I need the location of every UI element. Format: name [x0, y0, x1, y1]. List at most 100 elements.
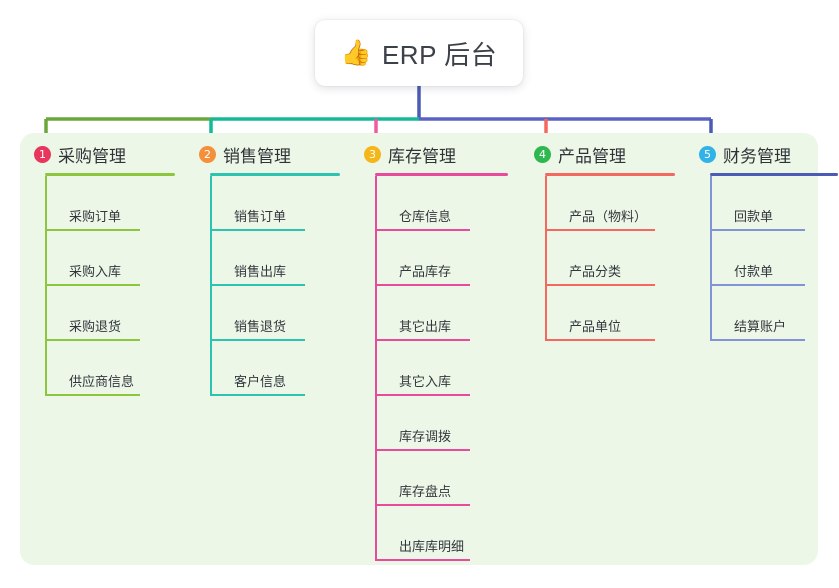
column-items: 采购订单采购入库采购退货供应商信息 — [20, 176, 185, 396]
list-item[interactable]: 销售出库 — [185, 231, 350, 286]
list-item[interactable]: 出库库明细 — [350, 506, 520, 561]
column-items: 销售订单销售出库销售退货客户信息 — [185, 176, 350, 396]
number-badge-icon: 2 — [199, 145, 216, 163]
number-badge-icon: 5 — [699, 145, 716, 163]
column-title: 库存管理 — [388, 146, 456, 166]
list-item-underline — [375, 559, 470, 561]
list-item-underline — [45, 339, 140, 341]
column-2: 2 销售管理销售订单销售出库销售退货客户信息 — [185, 140, 350, 396]
list-item-label: 供应商信息 — [69, 374, 135, 389]
column-underline — [545, 173, 675, 176]
list-item-underline — [545, 284, 655, 286]
list-item-underline — [545, 339, 655, 341]
list-item[interactable]: 客户信息 — [185, 341, 350, 396]
column-header-5[interactable]: 5 财务管理 — [685, 140, 835, 168]
branches-panel — [20, 133, 818, 565]
column-spine — [210, 176, 212, 396]
column-underline — [375, 173, 508, 176]
list-item-underline — [210, 229, 305, 231]
list-item-label: 付款单 — [734, 264, 774, 279]
column-header-2[interactable]: 2 销售管理 — [185, 140, 350, 168]
list-item-label: 回款单 — [734, 209, 774, 224]
column-4: 4 产品管理产品（物料） 产品分类产品单位 — [520, 140, 685, 341]
list-item[interactable]: 销售退货 — [185, 286, 350, 341]
list-item-label: 销售退货 — [234, 319, 287, 334]
list-item-label: 客户信息 — [234, 374, 287, 389]
list-item[interactable]: 销售订单 — [185, 176, 350, 231]
list-item-label: 采购退货 — [69, 319, 122, 334]
thumbs-up-icon: 👍 — [340, 38, 372, 67]
list-item-label: 库存盘点 — [399, 484, 452, 499]
list-item-underline — [45, 229, 140, 231]
list-item-underline — [710, 229, 805, 231]
list-item[interactable]: 产品分类 — [520, 231, 685, 286]
column-underline — [45, 173, 175, 176]
column-spine — [545, 176, 547, 341]
list-item-label: 其它入库 — [399, 374, 452, 389]
column-underline — [210, 173, 340, 176]
column-title: 采购管理 — [58, 146, 126, 166]
column-spine — [375, 176, 377, 561]
list-item-underline — [375, 394, 470, 396]
list-item-label: 其它出库 — [399, 319, 452, 334]
column-header-1[interactable]: 1 采购管理 — [20, 140, 185, 168]
list-item-underline — [45, 394, 140, 396]
list-item[interactable]: 仓库信息 — [350, 176, 520, 231]
list-item[interactable]: 库存调拨 — [350, 396, 520, 451]
list-item-label: 仓库信息 — [399, 209, 452, 224]
list-item[interactable]: 产品库存 — [350, 231, 520, 286]
list-item[interactable]: 付款单 — [685, 231, 835, 286]
number-badge-icon: 3 — [364, 145, 381, 163]
list-item-label: 产品库存 — [399, 264, 452, 279]
list-item-underline — [210, 284, 305, 286]
list-item-label: 产品单位 — [569, 319, 622, 334]
list-item-underline — [375, 284, 470, 286]
column-header-3[interactable]: 3 库存管理 — [350, 140, 520, 168]
column-title: 产品管理 — [558, 146, 626, 166]
column-5: 5 财务管理回款单付款单结算账户 — [685, 140, 838, 341]
list-item[interactable]: 其它入库 — [350, 341, 520, 396]
column-spine — [45, 176, 47, 396]
column-1: 1 采购管理采购订单采购入库采购退货供应商信息 — [20, 140, 185, 396]
list-item-underline — [375, 229, 470, 231]
number-badge-icon: 1 — [34, 145, 51, 163]
list-item[interactable]: 供应商信息 — [20, 341, 185, 396]
list-item-label: 销售订单 — [234, 209, 287, 224]
column-title: 销售管理 — [223, 146, 291, 166]
list-item-label: 采购入库 — [69, 264, 122, 279]
list-item[interactable]: 回款单 — [685, 176, 835, 231]
column-items: 回款单付款单结算账户 — [685, 176, 835, 341]
list-item-underline — [710, 284, 805, 286]
root-node-content: 👍 ERP 后台 — [341, 35, 497, 72]
list-item[interactable]: 结算账户 — [685, 286, 835, 341]
column-items: 产品（物料） 产品分类产品单位 — [520, 176, 685, 341]
list-item-label: 采购订单 — [69, 209, 122, 224]
list-item-underline — [210, 394, 305, 396]
list-item-underline — [375, 504, 470, 506]
root-node[interactable]: 👍 ERP 后台 — [315, 20, 523, 86]
column-header-4[interactable]: 4 产品管理 — [520, 140, 685, 168]
list-item-underline — [45, 284, 140, 286]
list-item-underline — [545, 229, 655, 231]
list-item-label: 销售出库 — [234, 264, 287, 279]
list-item[interactable]: 采购入库 — [20, 231, 185, 286]
number-badge-icon: 4 — [534, 145, 551, 163]
list-item[interactable]: 产品（物料） — [520, 176, 685, 231]
list-item[interactable]: 其它出库 — [350, 286, 520, 341]
list-item-label: 结算账户 — [734, 319, 787, 334]
list-item-label: 产品分类 — [569, 264, 622, 279]
list-item-label: 库存调拨 — [399, 429, 452, 444]
list-item-label: 出库库明细 — [399, 539, 465, 554]
column-items: 仓库信息产品库存其它出库其它入库库存调拨库存盘点出库库明细 — [350, 176, 520, 561]
list-item[interactable]: 采购退货 — [20, 286, 185, 341]
list-item-label: 产品（物料） — [569, 209, 648, 224]
list-item[interactable]: 采购订单 — [20, 176, 185, 231]
list-item[interactable]: 产品单位 — [520, 286, 685, 341]
column-spine — [710, 176, 712, 341]
column-title: 财务管理 — [723, 146, 791, 166]
list-item-underline — [375, 339, 470, 341]
column-underline — [710, 173, 838, 176]
root-title: ERP 后台 — [381, 39, 498, 70]
list-item[interactable]: 库存盘点 — [350, 451, 520, 506]
